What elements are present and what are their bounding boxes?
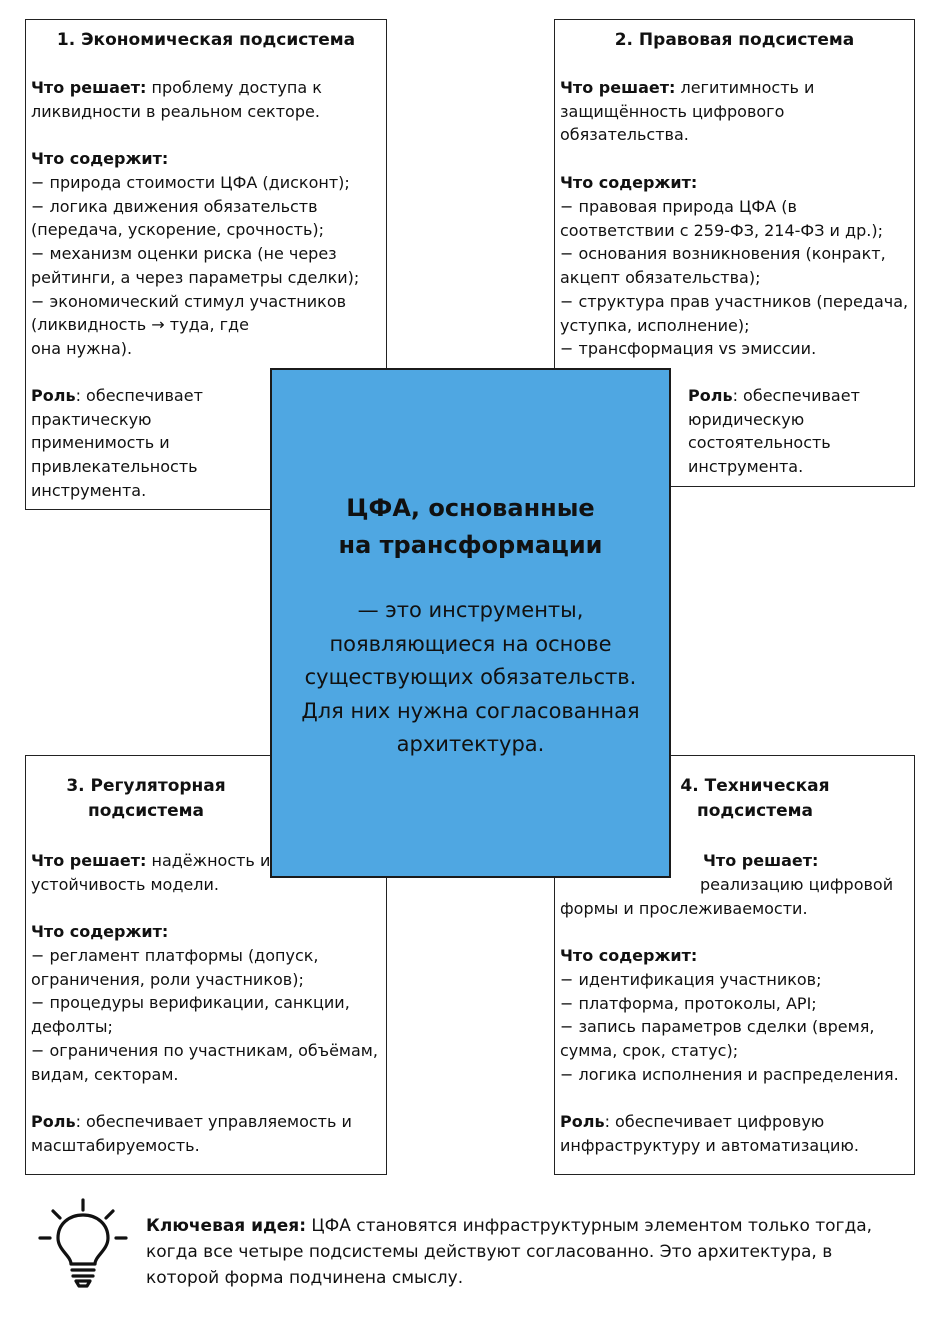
economic-solves: Что решает: проблему доступа к ликвиднос… <box>31 76 322 123</box>
regulatory-subsystem-box: 3. Регуляторная подсистема Что решает: н… <box>25 755 387 1175</box>
center-concept-box: ЦФА, основанные на трансформации — это и… <box>270 368 671 878</box>
legal-solves-text: легитимность и защищённость цифрового об… <box>560 78 815 145</box>
regulatory-role-label: Роль <box>31 1112 76 1131</box>
technical-subsystem-box: 4. Техническая подсистема Что решает: ре… <box>554 755 915 1175</box>
lightbulb-icon <box>38 1198 128 1288</box>
legal-contains-label: Что содержит: <box>560 173 698 192</box>
regulatory-contains-label: Что содержит: <box>31 922 169 941</box>
economic-role-text: : обеспечивает практическую применимость… <box>31 386 203 500</box>
key-idea-label: Ключевая идея: <box>146 1216 307 1236</box>
technical-contains-label: Что содержит: <box>560 946 698 965</box>
legal-solves-label: Что решает: <box>560 78 676 97</box>
economic-role-label: Роль <box>31 386 76 405</box>
economic-title: 1. Экономическая подсистема <box>56 30 356 50</box>
technical-solves-text: реализацию цифровой <box>700 875 894 894</box>
regulatory-role-text: : обеспечивает управляемость и масштабир… <box>31 1112 352 1155</box>
key-idea: Ключевая идея: ЦФА становятся инфраструк… <box>146 1213 916 1291</box>
technical-role-text: : обеспечивает цифровую инфраструктуру и… <box>560 1112 859 1155</box>
legal-solves: Что решает: легитимность и защищённость … <box>560 76 814 147</box>
legal-contains-text: − правовая природа ЦФА (в соответствии с… <box>560 197 909 359</box>
regulatory-title: 3. Регуляторная подсистема <box>66 776 226 821</box>
regulatory-role: Роль: обеспечивает управляемость и масшт… <box>31 1110 352 1157</box>
economic-solves-text: проблему доступа к ликвидности в реально… <box>31 78 322 121</box>
legal-subsystem-box: 2. Правовая подсистема Что решает: легит… <box>554 19 915 487</box>
technical-solves-label: Что решает: <box>703 851 819 870</box>
regulatory-solves-label: Что решает: <box>31 851 147 870</box>
key-idea-text: ЦФА становятся инфраструктурным элементо… <box>146 1216 873 1288</box>
center-title: ЦФА, основанные на трансформации <box>338 494 603 559</box>
technical-role: Роль: обеспечивает цифровую инфраструкту… <box>560 1110 859 1157</box>
technical-solves-text-2: формы и прослеживаемости. <box>560 899 808 918</box>
center-body: — это инструменты, появляющиеся на основ… <box>301 598 640 756</box>
economic-contains-text: − природа стоимости ЦФА (дисконт); − лог… <box>31 173 360 358</box>
legal-role-label: Роль <box>688 386 733 405</box>
regulatory-solves-text: надёжность и устойчивость модели. <box>31 851 271 894</box>
technical-role-label: Роль <box>560 1112 605 1131</box>
legal-role-text: : обеспечивает юридическую состоятельнос… <box>688 386 860 477</box>
economic-contains-label: Что содержит: <box>31 149 169 168</box>
regulatory-contains-text: − регламент платформы (допуск, ограничен… <box>31 946 378 1084</box>
technical-contains-text: − идентификация участников; − платформа,… <box>560 970 899 1084</box>
technical-title: 4. Техническая подсистема <box>680 776 830 821</box>
economic-role: Роль: обеспечивает практическую применим… <box>31 384 203 503</box>
economic-solves-label: Что решает: <box>31 78 147 97</box>
economic-subsystem-box: 1. Экономическая подсистема Что решает: … <box>25 19 387 510</box>
legal-role: Роль: обеспечивает юридическую состоятел… <box>688 384 860 479</box>
legal-title: 2. Правовая подсистема <box>614 30 855 50</box>
regulatory-solves: Что решает: надёжность и устойчивость мо… <box>31 849 270 896</box>
